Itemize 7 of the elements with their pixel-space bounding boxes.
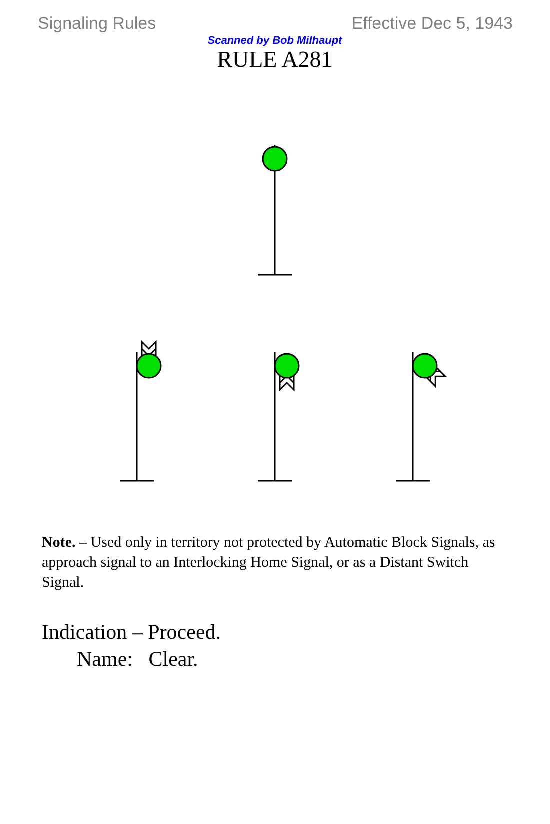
header-text: Signaling Rules xyxy=(38,14,156,34)
credit-text: Scanned by Bob Milhaupt xyxy=(208,35,342,47)
indication-text: Indication – Proceed. xyxy=(42,620,222,645)
aspect-name-text: Name: Clear. xyxy=(77,647,198,672)
effective-date: Effective Dec 5, 1943 xyxy=(352,14,513,34)
rule-title: RULE A281 xyxy=(217,47,333,73)
note-paragraph: Note. – Used only in territory not protected by Automatic Block Signals, as approach signal to an Interlocking Home Signal, or as a Distant Switch Signal. xyxy=(42,534,496,593)
